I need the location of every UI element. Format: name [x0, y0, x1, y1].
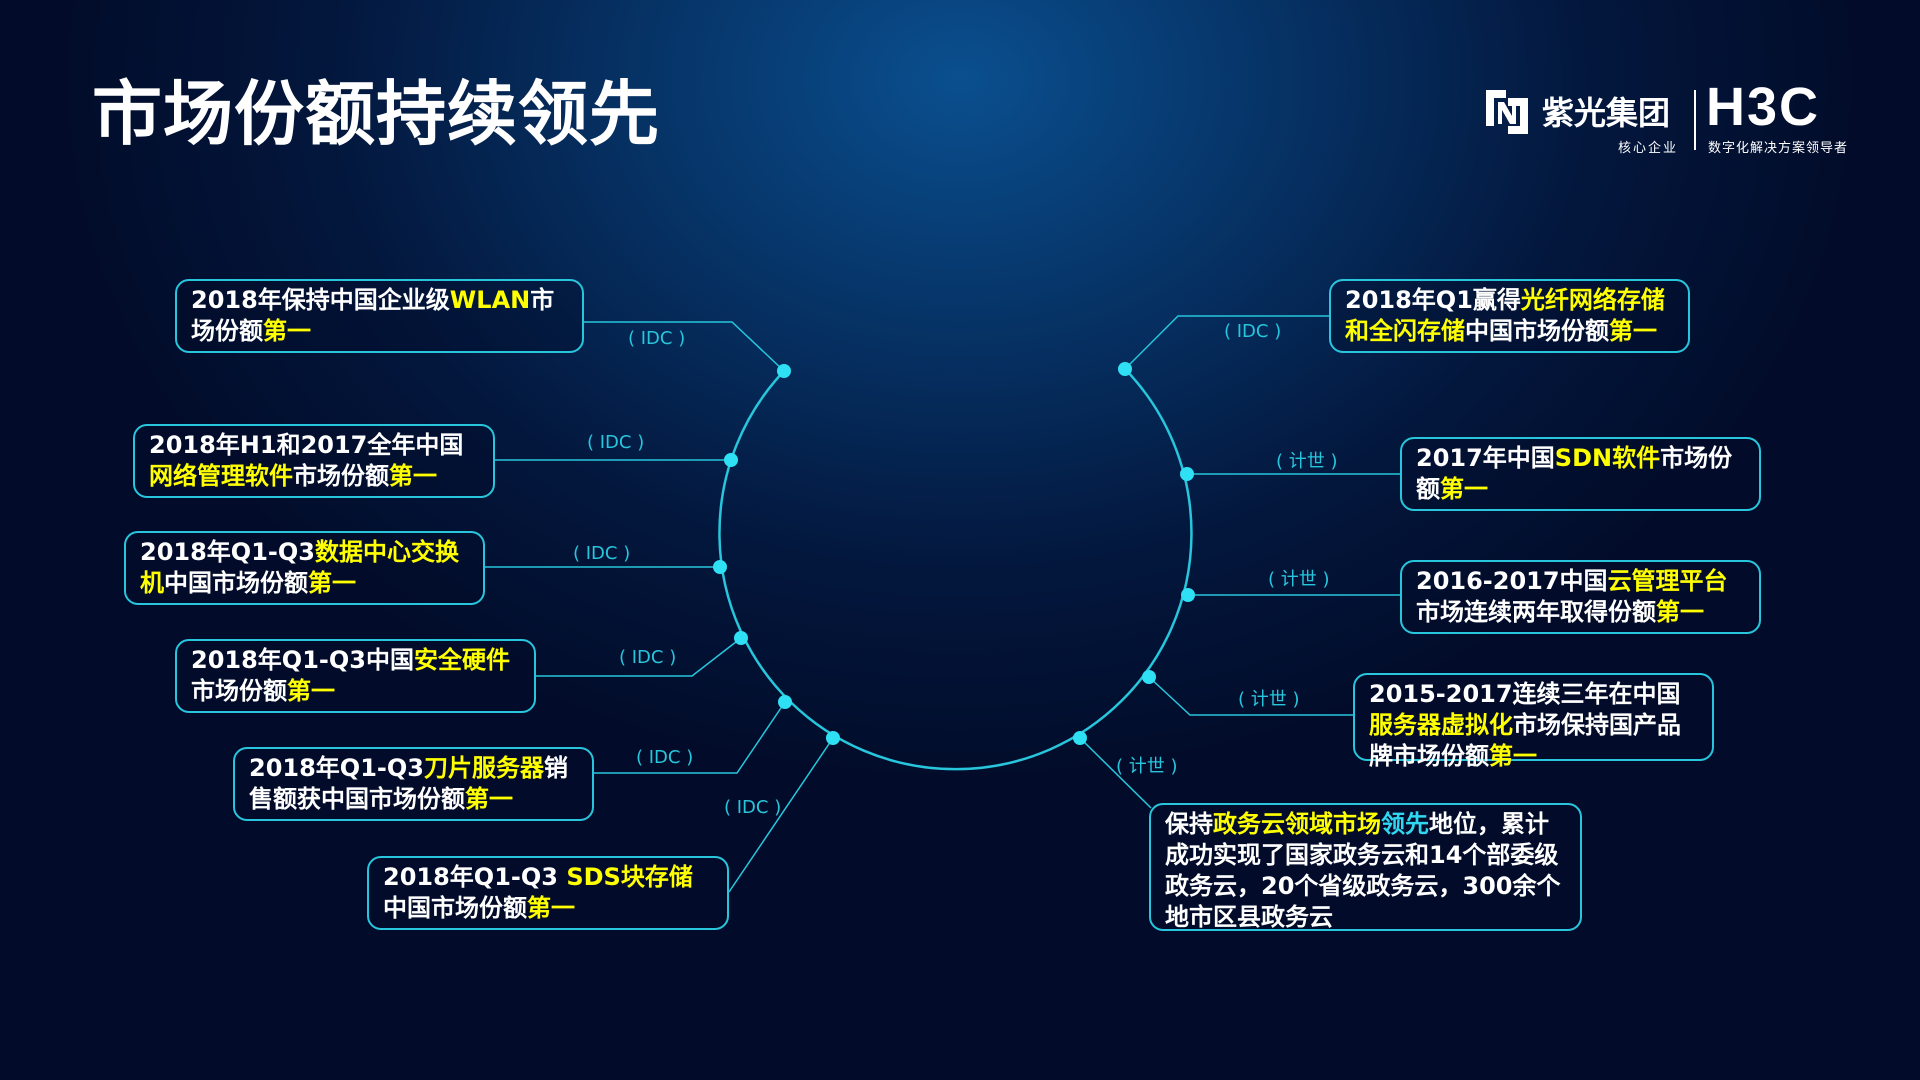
- group-subtitle: 核心企业: [1618, 141, 1679, 156]
- achievement-card: 2018年保持中国企业级WLAN市场份额第一: [175, 279, 584, 353]
- card-text: 保持: [1165, 810, 1213, 838]
- card-text: 2018年H1和2017全年中国: [149, 431, 464, 459]
- highlight-text: SDS块存储: [566, 863, 693, 891]
- timeline-dot: [1118, 362, 1132, 376]
- card-text: 2018年Q1-Q3: [140, 538, 315, 566]
- source-label: ( IDC ): [619, 647, 677, 668]
- card-text: 销售额获中国市场份额: [249, 754, 568, 813]
- brand-name: H3C: [1706, 77, 1821, 137]
- highlight-text: WLAN: [449, 286, 531, 314]
- highlight-text: 数据中心交换机: [140, 538, 459, 597]
- highlight-text: 第一: [465, 785, 513, 813]
- timeline-dot: [713, 560, 727, 574]
- source-label: ( IDC ): [1224, 321, 1282, 342]
- card-text: 中国市场份额: [164, 569, 308, 597]
- card-text: 2018年Q1赢得: [1345, 286, 1521, 314]
- achievement-card: 2017年中国SDN软件市场份额第一: [1400, 437, 1761, 511]
- timeline-arc: [718, 368, 1193, 771]
- highlight-text: 网络管理软件: [149, 462, 293, 490]
- source-label: ( 计世 ): [1276, 451, 1338, 472]
- unigroup-logo-icon: [1486, 90, 1528, 134]
- timeline-dot: [777, 364, 791, 378]
- card-text: 2015-2017连续三年在中国: [1369, 680, 1681, 708]
- timeline-dot: [1073, 731, 1087, 745]
- brand-subtitle: 数字化解决方案领导者: [1708, 141, 1849, 156]
- source-label: ( IDC ): [573, 543, 631, 564]
- source-label: ( IDC ): [636, 747, 694, 768]
- timeline-dot: [724, 453, 738, 467]
- achievement-card: 2018年Q1-Q3刀片服务器销售额获中国市场份额第一: [233, 747, 594, 821]
- card-text: 2018年Q1-Q3: [249, 754, 424, 782]
- highlight-text: 云管理平台: [1607, 567, 1728, 595]
- page-title: 市场份额持续领先: [92, 73, 660, 155]
- highlight-text: 第一: [1440, 475, 1488, 503]
- card-text: 市场连续两年取得份额: [1416, 598, 1656, 626]
- card-text: 2018年Q1-Q3: [383, 863, 567, 891]
- card-text: 市场份额: [293, 462, 389, 490]
- card-text: 2018年保持中国企业级: [191, 286, 450, 314]
- achievement-card: 2018年H1和2017全年中国网络管理软件市场份额第一: [133, 424, 495, 498]
- highlight-text: 领先: [1381, 810, 1429, 838]
- timeline-dots: [713, 362, 1195, 745]
- achievement-card: 2016-2017中国云管理平台市场连续两年取得份额第一: [1400, 560, 1761, 634]
- achievement-card: 保持政务云领域市场领先地位，累计成功实现了国家政务云和14个部委级政务云，20个…: [1149, 803, 1582, 931]
- timeline-dot: [1181, 588, 1195, 602]
- highlight-text: 政务云领域市场: [1213, 810, 1381, 838]
- source-label: ( IDC ): [724, 797, 782, 818]
- card-text: 中国市场份额: [1465, 317, 1609, 345]
- logo-divider: [1694, 90, 1696, 150]
- source-label: ( IDC ): [628, 328, 686, 349]
- highlight-text: 第一: [1489, 742, 1537, 770]
- highlight-text: 安全硬件: [413, 646, 510, 674]
- source-label: ( IDC ): [587, 432, 645, 453]
- highlight-text: 第一: [1609, 317, 1657, 345]
- highlight-text: 刀片服务器: [423, 754, 544, 782]
- achievement-card: 2018年Q1赢得光纤网络存储和全闪存储中国市场份额第一: [1329, 279, 1690, 353]
- timeline-dot: [1142, 670, 1156, 684]
- card-text: 市场份额: [191, 286, 555, 345]
- card-text: 中国市场份额: [383, 894, 527, 922]
- achievement-card: 2018年Q1-Q3数据中心交换机中国市场份额第一: [124, 531, 485, 605]
- unigroup-h3c-logo: 紫光集团 核心企业 H3C 数字化解决方案领导者: [1484, 77, 1856, 156]
- card-text: 2017年中国: [1416, 444, 1555, 472]
- timeline-dot: [778, 695, 792, 709]
- timeline-dot: [734, 631, 748, 645]
- highlight-text: 第一: [263, 317, 311, 345]
- highlight-text: 第一: [308, 569, 356, 597]
- source-label: ( 计世 ): [1268, 569, 1330, 590]
- highlight-text: 服务器虚拟化: [1369, 711, 1513, 739]
- highlight-text: 第一: [1656, 598, 1704, 626]
- group-name: 紫光集团: [1542, 94, 1671, 132]
- achievement-card: 2018年Q1-Q3中国安全硬件市场份额第一: [175, 639, 536, 713]
- card-text: 市场保持国产品牌市场份额: [1369, 711, 1681, 770]
- timeline-dot: [826, 731, 840, 745]
- highlight-text: 第一: [287, 677, 335, 705]
- card-text: 2016-2017中国: [1416, 567, 1608, 595]
- source-label: ( 计世 ): [1116, 756, 1178, 777]
- highlight-text: 第一: [389, 462, 437, 490]
- card-text: 2018年Q1-Q3中国: [191, 646, 414, 674]
- timeline-dot: [1180, 467, 1194, 481]
- card-text: 市场份额: [191, 677, 287, 705]
- achievement-card: 2015-2017连续三年在中国服务器虚拟化市场保持国产品牌市场份额第一: [1353, 673, 1714, 770]
- source-label: ( 计世 ): [1238, 689, 1300, 710]
- card-text: 地位，累计成功实现了国家政务云和14个部委级政务云，20个省级政务云，300余个…: [1165, 810, 1561, 931]
- achievement-card: 2018年Q1-Q3 SDS块存储中国市场份额第一: [367, 856, 729, 930]
- highlight-text: SDN软件: [1554, 444, 1661, 472]
- highlight-text: 光纤网络存储和全闪存储: [1345, 286, 1665, 345]
- card-text: 市场份额: [1416, 444, 1733, 503]
- highlight-text: 第一: [527, 894, 575, 922]
- connector-lines: [485, 315, 1400, 893]
